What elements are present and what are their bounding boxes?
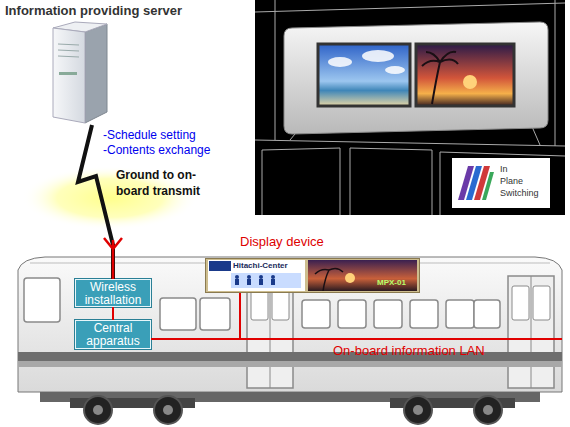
lan-cable [151, 293, 240, 339]
lan-cable [240, 338, 562, 340]
wireframe-interior [255, 0, 565, 215]
monitor-screen [416, 44, 514, 106]
server-symbol [45, 22, 115, 125]
clouds [328, 50, 405, 74]
train-body [18, 257, 562, 392]
body-stripe [18, 361, 562, 367]
wireless-box: Wireless installation [75, 279, 151, 307]
display-device: Display deviceHitachi-CenterMPX-01 [205, 258, 420, 293]
server-node: Information providing server [45, 22, 115, 125]
monitor-screen [318, 44, 410, 106]
underframe [40, 392, 540, 402]
lan-cable [112, 307, 114, 320]
bogie [70, 396, 195, 424]
transmit-label: Ground to on-board transmit [116, 167, 228, 199]
screen-text: MPX-01 [377, 278, 406, 287]
note-text: -Schedule setting [103, 128, 196, 142]
palm-tree [422, 52, 458, 104]
note-text: -Contents exchange [103, 143, 210, 157]
display-heading: Display device [240, 234, 324, 249]
monitor-housing [284, 22, 548, 134]
antenna-symbol [104, 238, 122, 279]
logo-mark [458, 166, 494, 200]
photo-background [255, 0, 565, 215]
logo-box [452, 158, 550, 208]
box-label: Wireless installation [76, 281, 150, 307]
lan-label: On-board information LAN [333, 343, 485, 358]
bogie [390, 396, 515, 424]
logo-text: In Plane Switching [500, 163, 528, 199]
sun [463, 75, 477, 89]
screen-text: Hitachi-Center [233, 261, 288, 270]
server-label: Information providing server [5, 3, 182, 18]
transmit-zone: Ground to on-board transmit [30, 163, 220, 228]
box-label: Central apparatus [76, 322, 150, 348]
central-box: Central apparatus [75, 320, 151, 349]
